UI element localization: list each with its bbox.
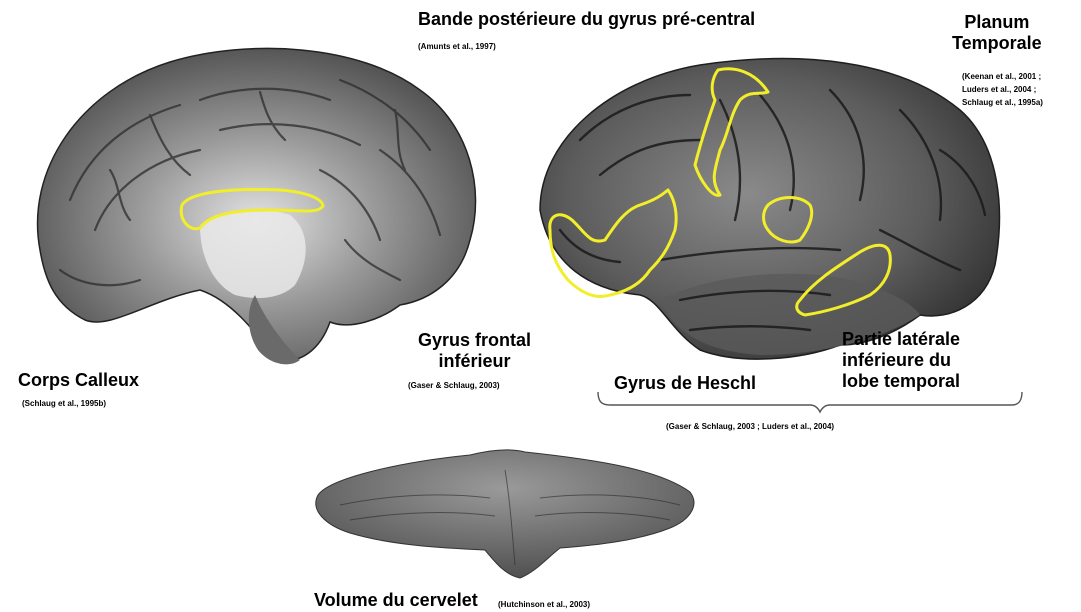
heschl-title: Gyrus de Heschl (614, 373, 756, 394)
cerebellum (316, 450, 694, 578)
frontal-reference: (Gaser & Schlaug, 2003) (408, 380, 500, 391)
medial-brain (38, 48, 476, 364)
precentral-title: Bande postérieure du gyrus pré-central (418, 9, 755, 30)
frontal-title: Gyrus frontal inférieur (418, 330, 531, 372)
temporal-title: Partie latérale inférieure du lobe tempo… (842, 329, 960, 392)
cerebellum-title: Volume du cervelet (314, 590, 478, 611)
corpus-callosum-title: Corps Calleux (18, 370, 139, 391)
corpus-callosum-reference: (Schlaug et al., 1995b) (22, 398, 106, 409)
cerebellum-reference: (Hutchinson et al., 2003) (498, 599, 590, 610)
group-bracket (598, 392, 1022, 412)
planum-reference: (Keenan et al., 2001 ; Luders et al., 20… (962, 70, 1043, 109)
precentral-reference: (Amunts et al., 1997) (418, 41, 496, 52)
lateral-brain (540, 59, 999, 359)
planum-title: Planum Temporale (952, 12, 1042, 54)
bracket-reference: (Gaser & Schlaug, 2003 ; Luders et al., … (666, 421, 834, 432)
